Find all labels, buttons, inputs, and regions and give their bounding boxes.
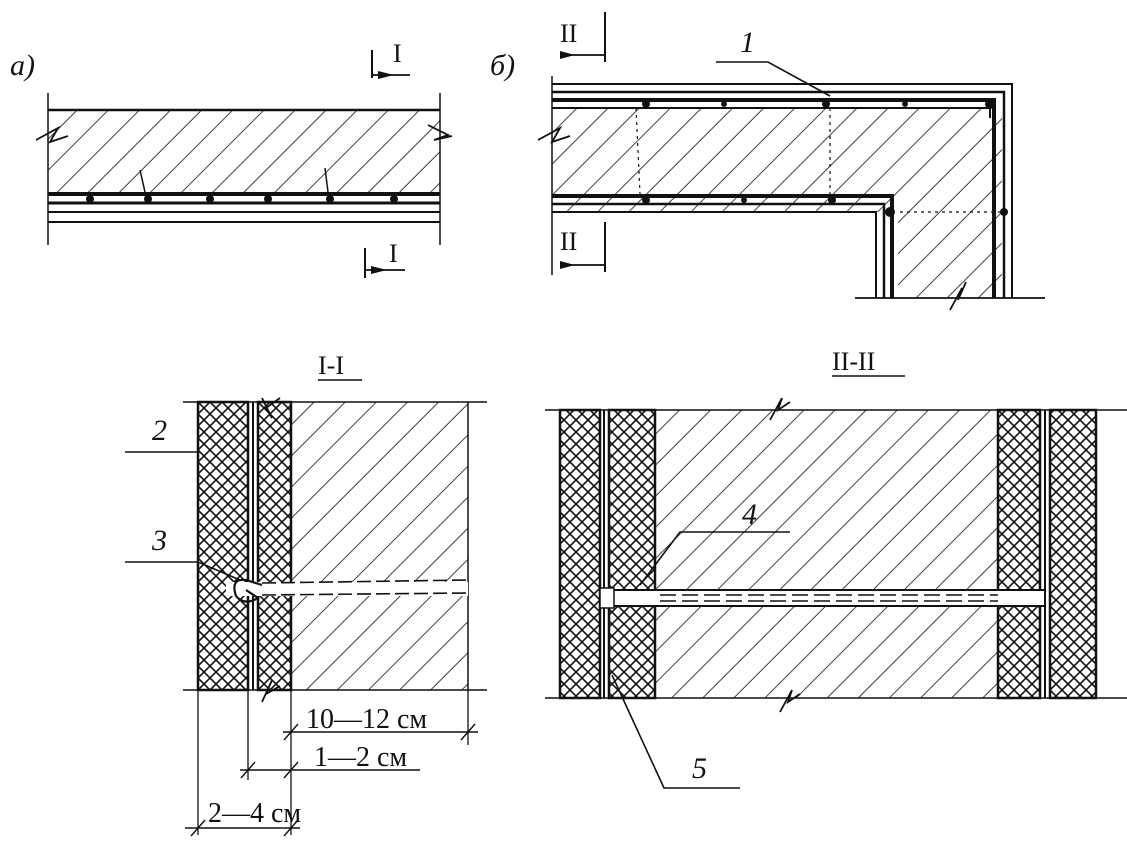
- dimension-lines-I: [185, 690, 478, 837]
- svg-text:3: 3: [151, 524, 167, 557]
- callout-2: 2: [125, 414, 200, 453]
- break-mark-bottom-b: [949, 281, 967, 311]
- svg-text:I: I: [389, 239, 398, 268]
- insulation-outer-II-right: [1048, 408, 1098, 700]
- svg-text:I: I: [393, 39, 402, 68]
- concrete-I: [291, 402, 468, 690]
- slab-a-hatched: [48, 110, 440, 194]
- anchor-dots-b: [642, 99, 1008, 217]
- insulation-inner-II-right: [996, 408, 1042, 700]
- section-I-I-title: I-I: [318, 351, 344, 380]
- svg-text:5: 5: [692, 752, 707, 785]
- section-mark-II-top: II: [560, 12, 606, 62]
- panel-b: б): [490, 12, 1045, 311]
- insulation-outer-II-left: [558, 408, 602, 700]
- section-mark-I-top: I: [371, 39, 410, 79]
- break-mark-left-a: [35, 125, 69, 144]
- anchor-dots-a: [86, 195, 398, 203]
- through-anchor-II: [599, 587, 1044, 609]
- svg-text:4: 4: [742, 498, 757, 531]
- svg-text:1: 1: [740, 26, 755, 59]
- callout-4: 4: [639, 498, 790, 586]
- section-I-I: I-I 2 3: [125, 351, 487, 837]
- callout-3: 3: [125, 524, 241, 581]
- callout-1: 1: [716, 26, 831, 97]
- callout-5: 5: [611, 674, 740, 789]
- concrete-II: [655, 410, 998, 698]
- anchor-hook-I: [226, 578, 469, 603]
- break-mark-right-a: [427, 124, 453, 141]
- section-mark-I-bottom: I: [364, 239, 405, 278]
- insulation-inner-I: [256, 400, 293, 692]
- svg-text:II: II: [560, 227, 577, 256]
- svg-text:2: 2: [152, 414, 167, 447]
- insulation-inner-II-left: [607, 408, 657, 700]
- panel-a-label: а): [10, 49, 35, 82]
- break-mark-left-b: [537, 125, 571, 144]
- dim-2-4-label: 2—4 см: [208, 798, 301, 829]
- insulation-layers-a: [48, 192, 440, 223]
- section-II-II: II-II 4 5: [545, 347, 1127, 789]
- insulation-layers-b-outer: [552, 83, 1013, 298]
- section-mark-II-bottom: II: [560, 222, 606, 272]
- insulation-layers-b-inner: [552, 194, 894, 298]
- insulation-outer-I: [196, 400, 250, 692]
- dim-1-2-label: 1—2 см: [314, 742, 407, 773]
- section-II-II-title: II-II: [832, 347, 875, 376]
- panel-b-label: б): [490, 49, 515, 82]
- panel-a: а) I I: [10, 39, 453, 278]
- svg-text:II: II: [560, 19, 577, 48]
- dim-10-12-label: 10—12 см: [306, 704, 427, 735]
